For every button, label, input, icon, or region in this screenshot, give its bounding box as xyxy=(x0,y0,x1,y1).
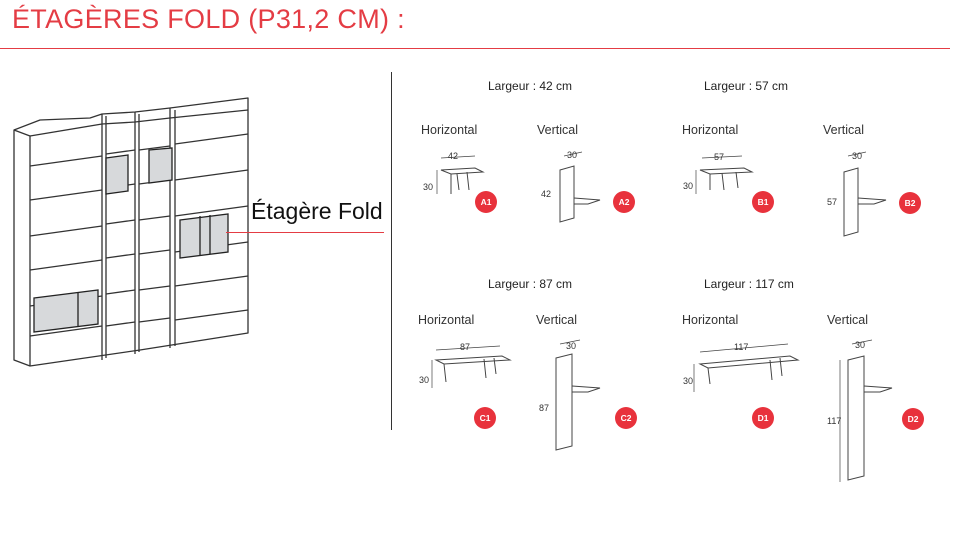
label-vertical-b: Vertical xyxy=(823,123,864,137)
badge-c2: C2 xyxy=(615,407,637,429)
badge-d2: D2 xyxy=(902,408,924,430)
shelf-b2-sketch xyxy=(843,151,887,237)
callout-line xyxy=(226,232,384,233)
dim-d1-width: 117 xyxy=(734,342,749,352)
shelf-a1-sketch xyxy=(436,155,485,194)
shelf-d1-sketch xyxy=(693,343,800,392)
badge-a1: A1 xyxy=(475,191,497,213)
dim-c1-width: 87 xyxy=(460,342,471,352)
bookshelf-illustration xyxy=(13,97,249,367)
label-vertical-c: Vertical xyxy=(536,313,577,327)
label-horizontal-d: Horizontal xyxy=(682,313,739,327)
label-horizontal-c: Horizontal xyxy=(418,313,475,327)
dim-c1-height: 30 xyxy=(419,375,430,385)
fold-shelf-label: Étagère Fold xyxy=(251,198,383,224)
label-horizontal-a: Horizontal xyxy=(421,123,478,137)
label-horizontal-b: Horizontal xyxy=(682,123,739,137)
badge-b1: B1 xyxy=(752,191,774,213)
title-underline xyxy=(0,48,950,49)
badge-c1: C1 xyxy=(474,407,496,429)
dim-d2-height: 117 xyxy=(827,416,842,426)
dim-d2-depth: 30 xyxy=(855,340,866,350)
badge-b2: B2 xyxy=(899,192,921,214)
shelf-c1-sketch xyxy=(431,345,512,388)
column-divider xyxy=(391,72,392,430)
dim-a1-width: 42 xyxy=(448,151,459,161)
dim-a1-height: 30 xyxy=(423,182,434,192)
width-label-57: Largeur : 57 cm xyxy=(704,79,789,93)
width-label-117: Largeur : 117 cm xyxy=(704,277,794,291)
dim-a2-depth: 30 xyxy=(567,150,578,160)
label-vertical-a: Vertical xyxy=(537,123,578,137)
dim-a2-height: 42 xyxy=(541,189,552,199)
dim-b1-height: 30 xyxy=(683,181,694,191)
label-vertical-d: Vertical xyxy=(827,313,868,327)
width-label-42: Largeur : 42 cm xyxy=(488,79,573,93)
page-title: ÉTAGÈRES FOLD (P31,2 CM) : xyxy=(12,4,405,34)
shelf-c2-sketch xyxy=(555,339,601,451)
dim-b1-width: 57 xyxy=(714,152,725,162)
shelf-b1-sketch xyxy=(695,155,754,194)
dim-c2-height: 87 xyxy=(539,403,550,413)
shelf-d2-sketch xyxy=(839,339,893,482)
badge-a2: A2 xyxy=(613,191,635,213)
dim-b2-height: 57 xyxy=(827,197,838,207)
width-label-87: Largeur : 87 cm xyxy=(488,277,573,291)
dim-c2-depth: 30 xyxy=(566,341,577,351)
dim-b2-depth: 30 xyxy=(852,151,863,161)
dim-d1-height: 30 xyxy=(683,376,694,386)
badge-d1: D1 xyxy=(752,407,774,429)
shelf-a2-sketch xyxy=(559,151,601,223)
